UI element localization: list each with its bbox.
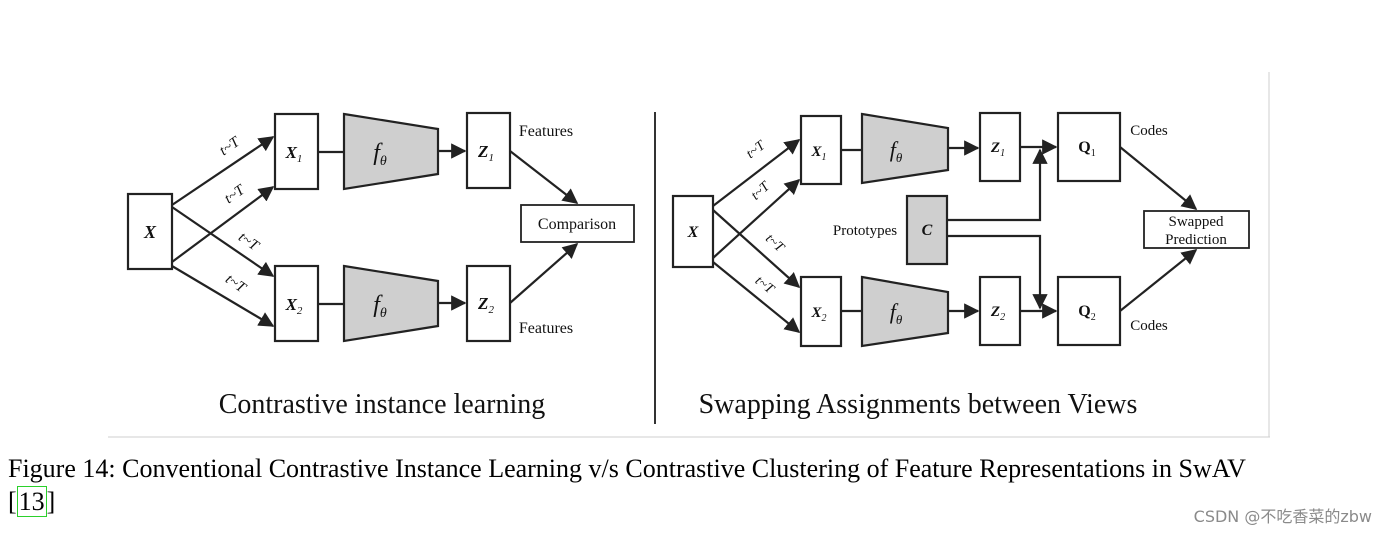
right-arrow-x-to-x2 <box>712 261 801 333</box>
right-prototypes-symbol: C <box>922 222 933 239</box>
right-prototypes-box <box>905 194 949 266</box>
left-comparison-label: Comparison <box>538 216 616 233</box>
right-q2-label: Q2 <box>1078 303 1095 323</box>
left-z2-box <box>465 264 512 343</box>
left-features-bottom: Features <box>519 320 573 337</box>
right-codes-bottom: Codes <box>1130 318 1168 334</box>
left-view1-box <box>273 112 320 191</box>
right-arrow-x-cross-down <box>712 209 801 289</box>
right-q1-label: Q1 <box>1078 139 1095 159</box>
left-encoder-bottom <box>342 264 440 343</box>
caption-close-bracket: ] <box>46 487 56 516</box>
citation-link[interactable]: 13 <box>16 486 47 517</box>
right-view2-label: X2 <box>810 305 826 324</box>
figure-caption: Figure 14: Conventional Contrastive Inst… <box>8 452 1378 518</box>
right-swapped-line1: Swapped <box>1169 214 1224 230</box>
left-arrow-x-cross-up <box>171 186 275 263</box>
left-view2-label: X2 <box>285 295 303 317</box>
left-arrow-z2-to-comparison <box>509 242 579 304</box>
left-transform-1: t~T <box>217 133 244 159</box>
left-panel <box>126 111 635 343</box>
right-arrow-q1-to-swapped <box>1119 146 1198 210</box>
right-arrow-c-to-q2 <box>947 234 1048 310</box>
left-features-top: Features <box>519 123 573 140</box>
right-prototypes-label: Prototypes <box>833 223 897 239</box>
right-codes-top: Codes <box>1130 123 1168 139</box>
right-z2-box <box>978 275 1022 347</box>
caption-text: Figure 14: Conventional Contrastive Inst… <box>8 454 1246 483</box>
left-arrow-x-to-x2 <box>171 265 275 327</box>
left-arrow-x-to-x1 <box>171 136 275 206</box>
left-panel-labels: X X1 X2 fθ fθ Z1 Z2 Features Features Co… <box>143 123 616 420</box>
right-transform-1: t~T <box>744 138 769 162</box>
right-encoder-top <box>860 112 950 185</box>
left-view1-label: X1 <box>285 143 303 165</box>
left-encoder-bottom-label: fθ <box>373 292 387 321</box>
right-z1-box <box>978 111 1022 183</box>
left-arrow-z1-to-comparison <box>509 150 579 204</box>
caption-open-bracket: [ <box>8 487 17 516</box>
right-input-box <box>671 194 715 269</box>
right-transform-4: t~T <box>752 273 777 297</box>
left-transform-3: t~T <box>235 229 262 255</box>
right-panel-labels: X X1 X2 fθ fθ Z1 Z2 Q1 Q2 C Prototypes C… <box>687 123 1228 420</box>
right-swapped-line2: Prediction <box>1165 232 1227 248</box>
right-arrow-x-cross-up <box>712 178 801 259</box>
right-panel <box>671 111 1250 348</box>
left-z1-box <box>465 111 512 190</box>
left-z2-label: Z2 <box>477 294 494 316</box>
right-input-label: X <box>687 224 699 241</box>
right-view1-label: X1 <box>810 144 826 163</box>
right-view1-box <box>799 114 843 186</box>
left-encoder-top-label: fθ <box>373 140 387 169</box>
csdn-watermark: CSDN @不吃香菜的zbw <box>1193 507 1372 526</box>
right-encoder-bottom-label: fθ <box>890 299 903 327</box>
right-encoder-top-label: fθ <box>890 137 903 165</box>
left-z1-label: Z1 <box>477 142 494 164</box>
left-transform-2: t~T <box>222 181 249 207</box>
left-view2-box <box>273 264 320 343</box>
right-swapped-box <box>1143 210 1250 249</box>
left-comparison-box <box>520 204 635 243</box>
left-input-box <box>126 192 174 271</box>
right-arrow-c-to-q1 <box>947 148 1048 222</box>
right-transform-3: t~T <box>762 231 787 256</box>
left-transform-4: t~T <box>222 271 249 297</box>
right-q2-box <box>1056 275 1122 347</box>
right-z1-label: Z1 <box>990 140 1005 159</box>
left-encoder-top <box>342 112 440 191</box>
right-view2-box <box>799 275 843 348</box>
right-arrow-q2-to-swapped <box>1119 249 1198 312</box>
left-panel-title: Contrastive instance learning <box>219 389 546 420</box>
right-encoder-bottom <box>860 275 950 348</box>
right-transform-2: t~T <box>748 179 773 204</box>
right-arrow-x-to-x1 <box>712 139 801 207</box>
right-z2-label: Z2 <box>990 304 1005 323</box>
left-arrow-x-cross-down <box>171 206 275 277</box>
right-panel-title: Swapping Assignments between Views <box>699 389 1138 420</box>
swav-figure: X X1 X2 fθ fθ Z1 Z2 Features Features Co… <box>108 72 1270 438</box>
left-input-label: X <box>143 222 157 242</box>
